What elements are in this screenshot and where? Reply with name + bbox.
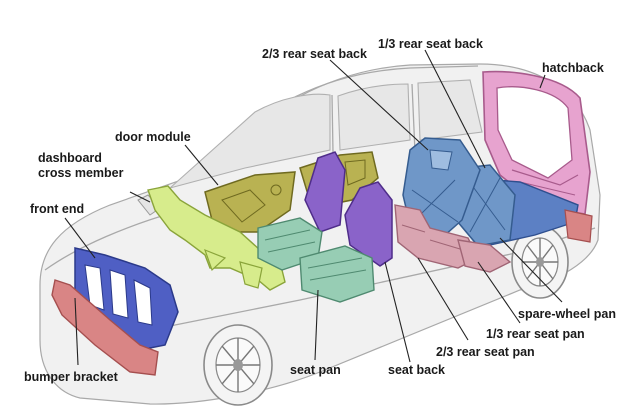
seat-back-part [344, 181, 393, 267]
rear-seat-pan-one-third-part [457, 239, 512, 273]
front-seat-back-part [304, 151, 346, 233]
front-end-part [74, 247, 179, 351]
label-front-end: front end [30, 202, 84, 216]
label-seat-back: seat back [388, 363, 445, 377]
label-seat-pan: seat pan [290, 363, 341, 377]
leader-lines [64, 49, 563, 366]
label-spare-wheel-pan: spare-wheel pan [518, 307, 616, 321]
label-dashboard-line1: dashboard [38, 151, 102, 165]
bumper-bracket-part [51, 279, 159, 376]
label-rear-seat-pan-two-thirds: 2/3 rear seat pan [436, 345, 535, 359]
seat-pan-part [299, 245, 375, 303]
label-hatchback: hatchback [542, 61, 604, 75]
hatchback-window-opening [496, 86, 573, 179]
hatchback-part [482, 70, 591, 215]
label-door-module: door module [115, 130, 191, 144]
component-labels: hatchback 1/3 rear seat back 2/3 rear se… [24, 37, 616, 384]
dashboard-cross-member-part [147, 185, 286, 291]
rear-wheel [511, 225, 569, 299]
side-window-front [337, 83, 411, 151]
front-wheel [203, 324, 273, 406]
label-dashboard-line2: cross member [38, 166, 124, 180]
side-window-rear [417, 79, 483, 141]
label-rear-seat-back-one-third: 1/3 rear seat back [378, 37, 483, 51]
windshield [169, 93, 331, 189]
label-rear-seat-pan-one-third: 1/3 rear seat pan [486, 327, 585, 341]
label-rear-seat-back-two-thirds: 2/3 rear seat back [262, 47, 367, 61]
rear-bumper-bracket-part [564, 209, 593, 243]
rear-seat-back-two-thirds-part [402, 137, 481, 236]
label-bumper-bracket: bumper bracket [24, 370, 119, 384]
